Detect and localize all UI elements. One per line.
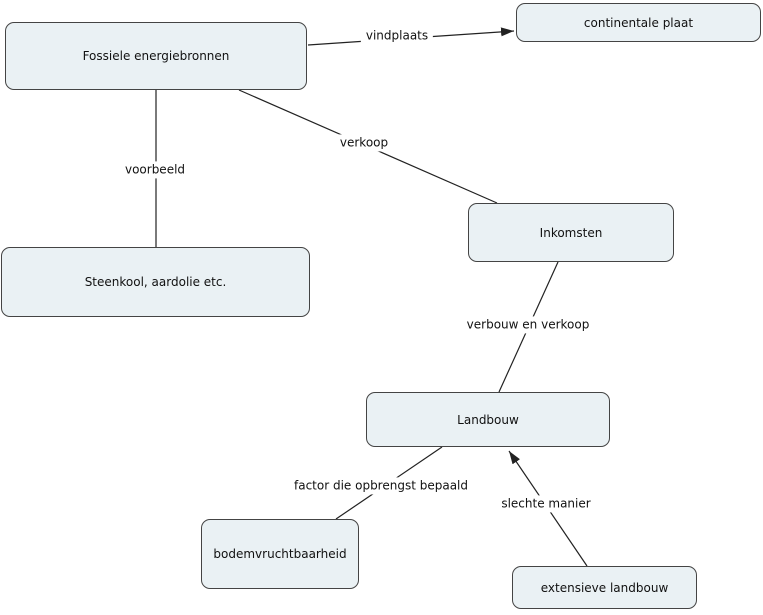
node-label: bodemvruchtbaarheid: [213, 547, 347, 561]
node-steenkool-aardolie[interactable]: Steenkool, aardolie etc.: [1, 247, 310, 317]
edge-label-factor[interactable]: factor die opbrengst bepaald: [288, 477, 474, 495]
edge-label-verbouw-en-verkoop[interactable]: verbouw en verkoop: [461, 316, 595, 334]
node-bodemvruchtbaarheid[interactable]: bodemvruchtbaarheid: [201, 519, 359, 589]
node-label: Inkomsten: [539, 225, 603, 240]
edge-label-voorbeeld[interactable]: voorbeeld: [119, 161, 191, 179]
edge-label-vindplaats[interactable]: vindplaats: [360, 27, 434, 45]
edge-label-slechte-manier[interactable]: slechte manier: [496, 495, 596, 513]
node-label: extensieve landbouw: [540, 580, 669, 595]
node-label: Landbouw: [457, 412, 519, 427]
node-continentale-plaat[interactable]: continentale plaat: [516, 3, 761, 42]
node-label: Steenkool, aardolie etc.: [84, 275, 227, 289]
edge-label-verkoop[interactable]: verkoop: [334, 134, 394, 152]
node-label: Fossiele energiebronnen: [82, 49, 230, 63]
node-inkomsten[interactable]: Inkomsten: [468, 203, 674, 262]
node-landbouw[interactable]: Landbouw: [366, 392, 610, 447]
node-label: continentale plaat: [583, 15, 694, 30]
node-extensieve-landbouw[interactable]: extensieve landbouw: [512, 566, 697, 609]
node-fossiele-energiebronnen[interactable]: Fossiele energiebronnen: [5, 22, 307, 90]
